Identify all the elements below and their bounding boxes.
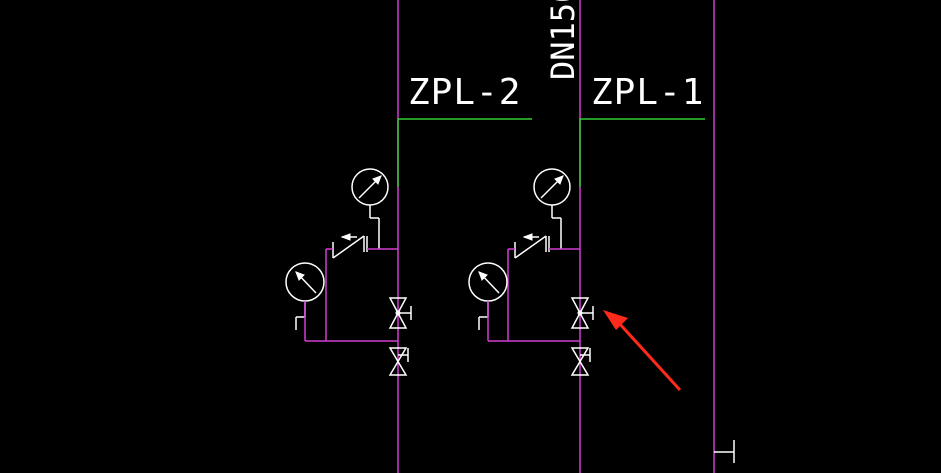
valve-assembly-zpl1 — [468, 118, 705, 376]
gate-valve-icon — [570, 297, 594, 329]
pressure-gauge-icon — [351, 168, 389, 249]
pipe-label-zpl2: ZPL-2 — [408, 72, 521, 113]
pipe-size-label: DN150 — [544, 0, 582, 80]
pipe-label-zpl1: ZPL-1 — [591, 72, 704, 113]
pressure-gauge-icon — [468, 262, 508, 341]
check-valve-icon — [514, 233, 550, 259]
branch-line-zpl2 — [397, 118, 532, 187]
annotation-arrow-icon — [603, 310, 682, 392]
pressure-gauge-icon — [285, 262, 325, 341]
check-valve-icon — [332, 233, 368, 259]
pipe-end-cap-icon — [714, 440, 735, 463]
branch-line-zpl1 — [579, 118, 705, 187]
gate-valve-icon — [388, 347, 409, 376]
gate-valve-icon — [570, 347, 591, 376]
pressure-gauge-icon — [533, 168, 571, 249]
valve-assembly-zpl2 — [285, 118, 532, 376]
gate-valve-icon — [388, 297, 412, 329]
